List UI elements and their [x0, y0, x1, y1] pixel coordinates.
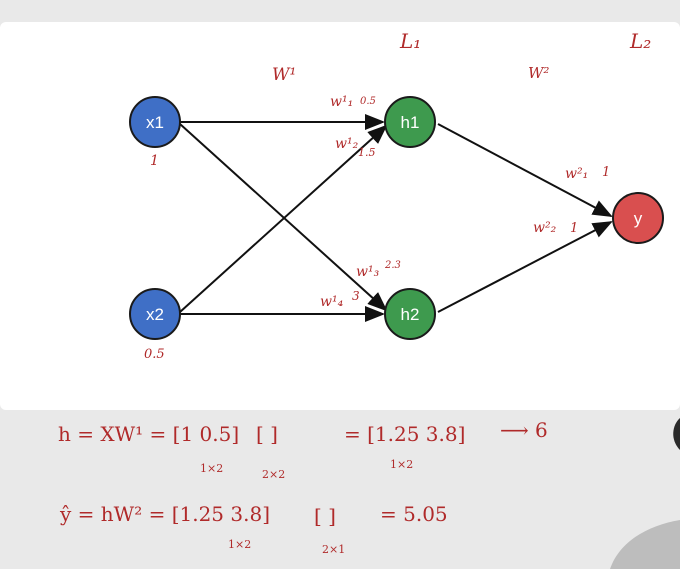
w1-1-label: w¹₁ [330, 94, 353, 110]
w2-1-label: w²₁ [565, 166, 588, 182]
node-y-label: y [634, 209, 643, 228]
x2-value: 0.5 [144, 347, 165, 362]
edge-x2-h1 [179, 124, 388, 313]
edges [179, 114, 613, 322]
eq1-dim-b: 2×2 [262, 468, 285, 481]
eq2-rhs: = 5.05 [380, 502, 448, 526]
node-x2: x2 [129, 288, 181, 340]
w1-4-value: 3 [352, 289, 360, 303]
layer1-label: L₁ [399, 29, 421, 53]
w1-1-value: 0.5 [360, 96, 376, 107]
annotations: L₁ L₂ W¹ W² 1 0.5 w¹₁ 0.5 w¹₂ 1.5 w¹₃ 2.… [144, 29, 651, 362]
node-x2-label: x2 [146, 305, 164, 324]
node-h1-label: h1 [401, 113, 420, 132]
eq1-lhs: h = XW¹ = [1 0.5] [58, 422, 239, 446]
equation-2: ŷ = hW² = [1.25 3.8] [ ] = 5.05 1×2 2×1 [59, 502, 448, 556]
w1-2-label: w¹₂ [335, 136, 359, 152]
node-x1-label: x1 [146, 113, 164, 132]
weights1-label: W¹ [272, 65, 296, 85]
w2-1-value: 1 [602, 165, 610, 180]
eq2-dim-a: 1×2 [228, 538, 251, 551]
weights2-label: W² [528, 64, 549, 82]
edge-h1-y [437, 123, 613, 217]
equation-1: h = XW¹ = [1 0.5] [ ] = [1.25 3.8] ⟶ 6 1… [58, 418, 548, 481]
w1-3-label: w¹₃ [356, 264, 380, 280]
w1-2-value: 1.5 [358, 146, 376, 159]
x1-value: 1 [150, 153, 159, 169]
node-h1: h1 [384, 96, 436, 148]
eq2-lhs: ŷ = hW² = [1.25 3.8] [59, 502, 270, 526]
node-x1: x1 [129, 96, 181, 148]
node-h2: h2 [384, 288, 436, 340]
w2-2-value: 1 [570, 221, 578, 236]
edge-x1-h2 [179, 123, 388, 312]
layer2-label: L₂ [629, 29, 651, 53]
node-y: y [612, 192, 664, 244]
eq2-dim-b: 2×1 [322, 543, 345, 556]
w2-2-label: w²₂ [533, 220, 557, 236]
eq1-dim-c: 1×2 [390, 458, 413, 471]
edge-h2-y [437, 221, 613, 313]
eq1-bracket: [ ] [256, 422, 278, 446]
presenter-silhouette [610, 418, 680, 569]
eq1-rhs: = [1.25 3.8] [344, 422, 465, 446]
eq1-result: ⟶ 6 [500, 418, 548, 442]
diagram-canvas [0, 22, 680, 410]
w1-4-label: w¹₄ [320, 294, 344, 310]
eq1-dim-a: 1×2 [200, 462, 223, 475]
w1-3-value: 2.3 [384, 260, 401, 271]
eq2-bracket: [ ] [314, 504, 336, 528]
node-h2-label: h2 [401, 305, 420, 324]
